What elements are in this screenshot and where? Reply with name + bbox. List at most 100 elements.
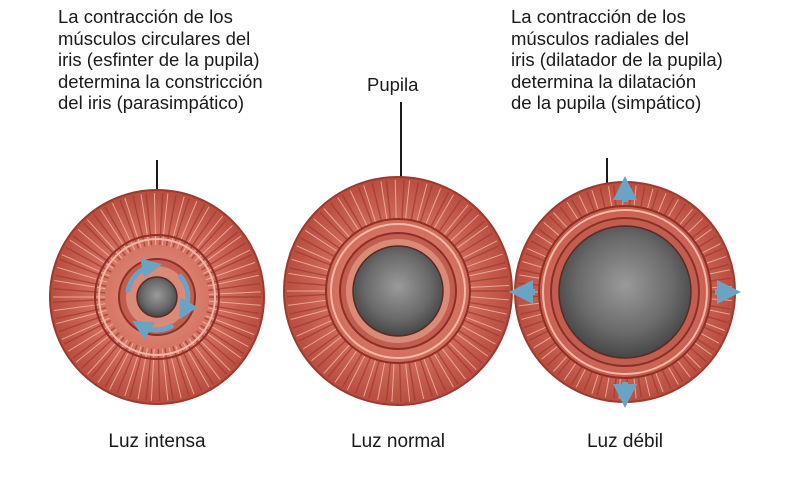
muscle-striation xyxy=(184,340,215,385)
muscle-striation xyxy=(523,319,545,329)
muscle-striation xyxy=(207,307,259,320)
muscle-striation xyxy=(469,275,509,283)
muscle-striation xyxy=(416,183,428,222)
iris-intense-light xyxy=(49,189,265,405)
muscle-striation xyxy=(90,336,125,379)
muscle-striation xyxy=(596,374,604,396)
muscle-striation xyxy=(54,279,106,290)
muscle-striation xyxy=(55,307,107,320)
iris-dim-light xyxy=(509,176,741,408)
muscle-striation xyxy=(646,188,654,210)
muscle-striation xyxy=(538,228,556,243)
muscle-striation xyxy=(129,347,145,398)
muscle-striation xyxy=(556,358,572,376)
annotation-line: músculos radiales del xyxy=(511,27,689,49)
muscle-striation xyxy=(178,343,203,392)
muscle-striation xyxy=(455,332,489,357)
annotation-circular-muscles: La contracción de los músculos circulare… xyxy=(58,6,263,114)
muscle-striation xyxy=(100,209,130,254)
muscle-striation xyxy=(698,235,717,248)
muscle-striation xyxy=(150,348,155,401)
muscle-striation xyxy=(188,337,221,380)
muscle-striation xyxy=(463,245,500,263)
muscle-striation xyxy=(524,252,546,262)
muscle-striation xyxy=(707,315,728,324)
muscle-striation xyxy=(319,211,348,241)
muscle-striation xyxy=(349,190,368,227)
muscle-striation xyxy=(77,228,118,264)
annotation-line: determina la constricción xyxy=(58,70,263,92)
muscle-striation xyxy=(72,326,116,359)
muscle-striation xyxy=(198,327,242,359)
caption-dim-light: Luz débil xyxy=(586,431,664,452)
muscle-striation xyxy=(53,288,106,294)
annotation-line: La contracción de los xyxy=(58,6,233,27)
muscle-striation xyxy=(204,254,253,277)
radial-arrows-icon xyxy=(509,176,741,408)
muscle-striation xyxy=(201,242,247,271)
muscle-striation xyxy=(298,322,335,342)
muscle-striation xyxy=(208,300,261,306)
iris-normal-light xyxy=(283,176,513,406)
muscle-striation xyxy=(63,319,111,345)
muscle-striation xyxy=(193,333,231,372)
muscle-striation xyxy=(200,324,245,355)
muscle-striation xyxy=(57,266,108,283)
muscle-striation xyxy=(341,194,363,229)
muscle-striation xyxy=(53,303,106,311)
muscle-striation xyxy=(204,317,253,340)
muscle-striation xyxy=(689,347,707,363)
muscle-striation xyxy=(709,269,730,275)
muscle-striation xyxy=(307,332,341,357)
muscle-striation xyxy=(661,369,672,389)
annotation-line: La contracción de los xyxy=(511,6,686,27)
muscle-striation xyxy=(111,202,136,251)
muscle-striation xyxy=(445,344,473,374)
muscle-striation xyxy=(164,348,174,400)
muscle-striation xyxy=(323,208,351,238)
muscle-striation xyxy=(578,195,589,215)
muscle-striation xyxy=(608,186,613,208)
muscle-striation xyxy=(87,219,123,259)
muscle-striation xyxy=(650,373,659,394)
muscle-striation xyxy=(463,319,500,337)
muscle-striation xyxy=(694,342,712,356)
muscle-striation xyxy=(682,212,698,229)
muscle-striation xyxy=(468,305,507,315)
muscle-striation xyxy=(433,353,454,388)
muscle-striation xyxy=(172,346,190,397)
muscle-striation xyxy=(300,237,336,258)
muscle-striation xyxy=(65,246,112,273)
muscle-striation xyxy=(401,180,405,220)
muscle-striation xyxy=(468,301,508,310)
muscle-striation xyxy=(289,305,328,315)
muscle-striation xyxy=(408,362,416,401)
circular-arrows-icon xyxy=(125,258,198,340)
muscle-striation xyxy=(161,193,169,246)
muscle-striation xyxy=(394,180,397,220)
muscle-striation xyxy=(180,204,206,252)
muscle-striation xyxy=(157,348,161,401)
muscle-striation xyxy=(290,308,329,320)
annotation-line: iris (esfinter de la pupila) xyxy=(58,49,260,70)
muscle-striation xyxy=(208,291,261,295)
muscle-striation xyxy=(570,198,583,218)
muscle-striation xyxy=(663,196,675,216)
muscle-striation xyxy=(293,314,331,329)
muscle-striation xyxy=(650,190,659,211)
muscle-striation xyxy=(687,218,704,234)
muscle-striation xyxy=(591,373,599,394)
muscle-striation xyxy=(438,199,462,233)
muscle-striation xyxy=(303,328,337,350)
muscle-striation xyxy=(678,208,693,226)
muscle-striation xyxy=(368,360,380,399)
muscle-striation xyxy=(448,341,477,371)
muscle-striation xyxy=(459,232,494,255)
muscle-striation xyxy=(549,215,565,232)
muscle-striation xyxy=(197,231,239,265)
muscle-striation xyxy=(207,274,259,287)
muscle-striation xyxy=(436,351,459,385)
muscle-striation xyxy=(543,222,561,237)
muscle-striation xyxy=(316,339,347,368)
